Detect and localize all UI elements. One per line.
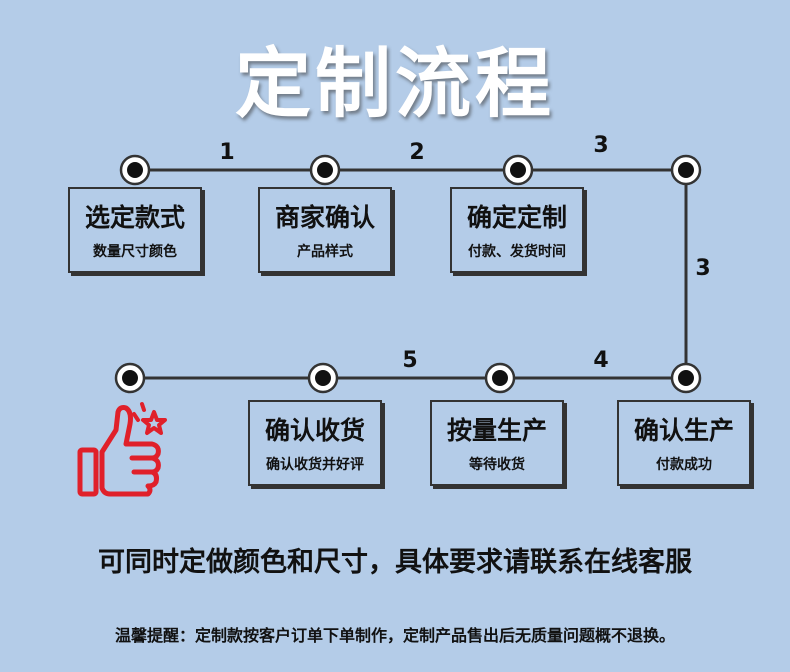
connector-label-2: 2 — [409, 140, 425, 165]
flow-node — [307, 362, 339, 394]
step-box-confirm-production: 确认生产 付款成功 — [617, 400, 751, 486]
flow-node — [670, 154, 702, 186]
flow-node — [484, 362, 516, 394]
step-title: 商家确认 — [274, 203, 375, 232]
step-box-confirm-receipt: 确认收货 确认收货并好评 — [248, 400, 382, 486]
step-title: 确认收货 — [264, 416, 365, 445]
flow-node — [670, 362, 702, 394]
flow-node — [309, 154, 341, 186]
connector-label-3-side: 3 — [695, 256, 711, 281]
step-subtitle: 确认收货并好评 — [266, 457, 364, 473]
flow-node — [502, 154, 534, 186]
step-subtitle: 付款成功 — [656, 457, 712, 473]
flow-node — [119, 154, 151, 186]
notice: 温馨提醒：定制款按客户订单下单制作，定制产品售出后无质量问题概不退换。 — [114, 626, 675, 645]
step-title: 选定款式 — [84, 203, 185, 232]
step-box-select-style: 选定款式 数量尺寸颜色 — [68, 187, 202, 273]
star-icon — [141, 410, 167, 435]
step-subtitle: 产品样式 — [297, 244, 353, 260]
step-subtitle: 付款、发货时间 — [468, 244, 566, 260]
step-box-produce: 按量生产 等待收货 — [430, 400, 564, 486]
step-title: 确定定制 — [466, 203, 567, 232]
step-box-confirm-custom: 确定定制 付款、发货时间 — [450, 187, 584, 273]
connector-label-1: 1 — [219, 140, 235, 165]
connector-label-3-top: 3 — [593, 133, 609, 158]
step-box-merchant-confirm: 商家确认 产品样式 — [258, 187, 392, 273]
connector-label-5: 5 — [402, 348, 418, 373]
flow-node — [114, 362, 146, 394]
page-title: 定制流程 — [235, 39, 555, 128]
tagline: 可同时定做颜色和尺寸，具体要求请联系在线客服 — [98, 547, 692, 578]
connector-label-4: 4 — [593, 348, 609, 373]
flow-nodes — [114, 154, 702, 394]
step-title: 确认生产 — [633, 416, 734, 445]
thumbs-up-icon — [77, 402, 167, 497]
step-subtitle: 等待收货 — [469, 457, 525, 473]
step-title: 按量生产 — [446, 416, 547, 445]
step-subtitle: 数量尺寸颜色 — [93, 244, 177, 260]
